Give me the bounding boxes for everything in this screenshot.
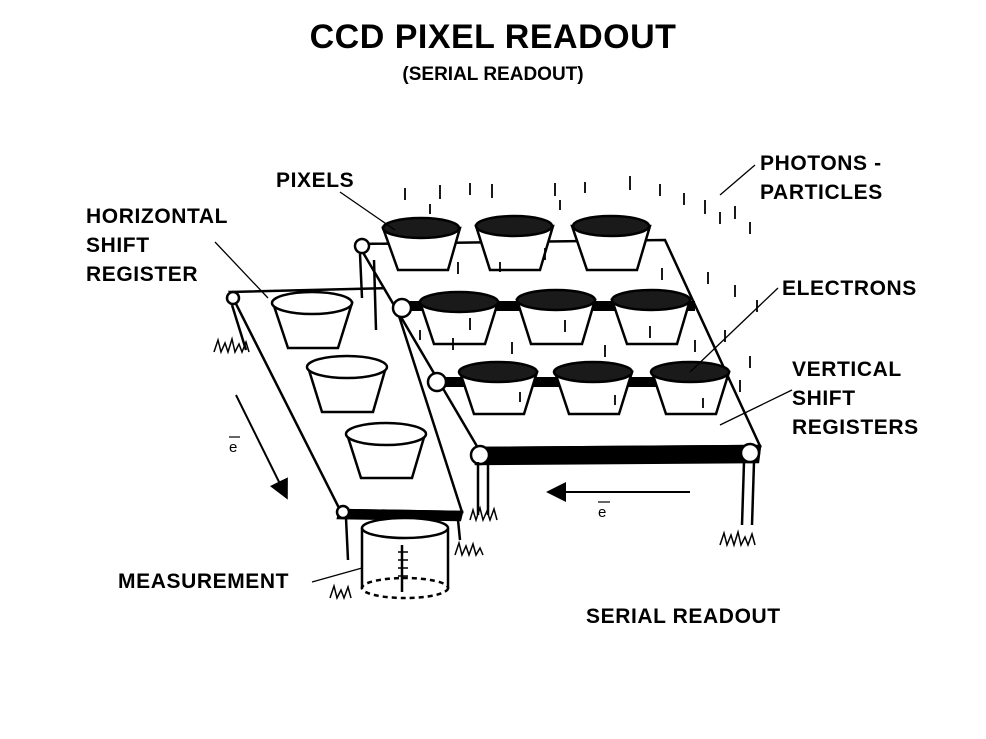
leader-vertical-registers (719, 389, 793, 426)
pixel-bucket (457, 360, 539, 416)
electron-symbols: e e (229, 436, 610, 521)
electron-symbol-serial: e (229, 439, 237, 456)
measurement-cylinder (360, 516, 450, 600)
leader-pixels (339, 191, 396, 231)
leader-measurement (311, 567, 363, 583)
label-horizontal-shift-register: HORIZONTAL SHIFT REGISTER (86, 205, 229, 286)
pixel-bucket (515, 288, 597, 346)
label-electrons: ELECTRONS (782, 277, 917, 300)
serial-bucket (270, 290, 354, 350)
leader-horizontal-register (214, 241, 269, 299)
label-serial-readout: SERIAL READOUT (586, 605, 781, 628)
leader-photons (719, 164, 756, 196)
serial-bucket (344, 421, 428, 480)
grass-tufts (213, 336, 756, 601)
label-pixels: PIXELS (276, 169, 355, 192)
pixel-buckets (381, 214, 731, 416)
leader-electrons (689, 287, 779, 373)
pixel-bucket (381, 216, 462, 272)
serial-register-buckets (270, 290, 428, 480)
pixel-bucket (610, 288, 692, 346)
transfer-arrows (235, 394, 690, 502)
pixel-bucket (649, 360, 731, 416)
pixel-bucket (552, 360, 634, 416)
leader-lines (214, 164, 793, 583)
pixel-bucket (474, 214, 555, 272)
diagram-subtitle: (SERIAL READOUT) (402, 64, 584, 85)
electron-symbol-parallel: e (598, 504, 606, 521)
label-measurement: MEASUREMENT (118, 570, 290, 593)
label-vertical-shift-registers: VERTICAL SHIFT REGISTERS (792, 358, 919, 439)
label-photons: PHOTONS - PARTICLES (760, 152, 883, 204)
photon-drops (404, 176, 758, 408)
serial-transfer-arrow (235, 394, 288, 500)
pixel-bucket (418, 290, 500, 346)
serial-bucket (305, 354, 389, 414)
diagram-title: CCD PIXEL READOUT (309, 18, 677, 56)
pixel-bucket (570, 214, 652, 272)
